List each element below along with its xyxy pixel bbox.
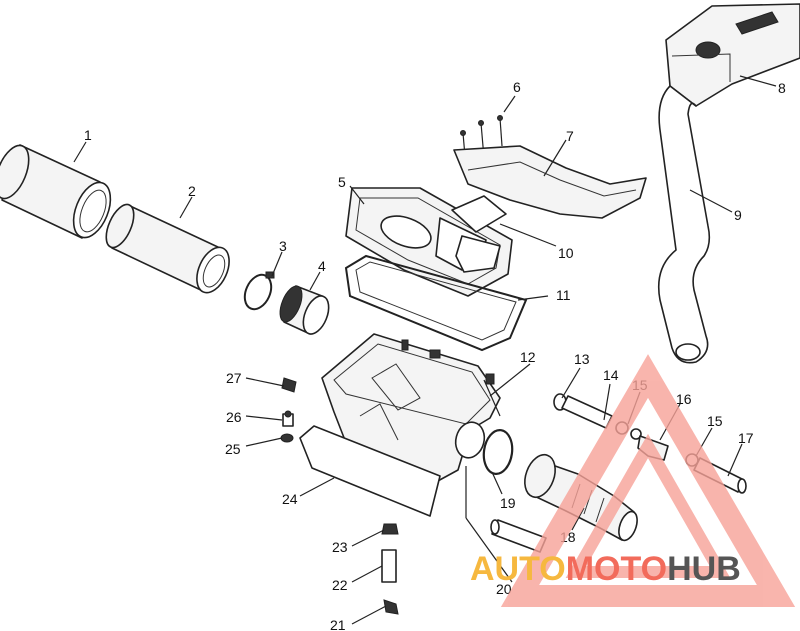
label-13: 13 [574, 351, 590, 367]
part-2-filter-element [105, 203, 230, 294]
label-1: 1 [84, 127, 92, 143]
label-19: 19 [500, 495, 516, 511]
label-9: 9 [734, 207, 742, 223]
part-12-airbox-body [321, 333, 501, 483]
watermark-triangle-icon [500, 354, 796, 607]
part-11-airbox-seal [344, 254, 528, 352]
watermark-text: AUTOMOTOHUB [470, 550, 741, 588]
watermark-moto: MOTO [566, 550, 667, 588]
part-22-drain-sleeve [381, 549, 397, 583]
label-2: 2 [188, 183, 196, 199]
part-19-o-ring [482, 429, 514, 475]
label-21: 21 [330, 617, 346, 631]
label-14: 14 [603, 367, 619, 383]
part-1-prefilter [0, 144, 112, 239]
label-24: 24 [282, 491, 298, 507]
watermark-auto: AUTO [470, 550, 566, 588]
part-21-drain-plug [383, 599, 399, 615]
part-25-washer [280, 433, 294, 443]
label-23: 23 [332, 539, 348, 555]
label-7: 7 [566, 128, 574, 144]
label-4: 4 [318, 258, 326, 274]
watermark-hub: HUB [667, 550, 741, 588]
label-25: 25 [225, 441, 241, 457]
label-15c: 15 [707, 413, 723, 429]
label-27: 27 [226, 370, 242, 386]
label-11: 11 [556, 287, 571, 303]
part-24-heat-shield [299, 425, 441, 517]
label-10: 10 [558, 245, 574, 261]
label-20: 20 [496, 581, 512, 597]
label-17: 17 [738, 430, 754, 446]
label-22: 22 [332, 577, 348, 593]
label-8: 8 [778, 80, 786, 96]
label-26: 26 [226, 409, 242, 425]
part-3-clamp [243, 271, 275, 311]
leader-lines [73, 75, 777, 625]
label-5: 5 [338, 174, 346, 190]
label-3: 3 [279, 238, 287, 254]
part-labels: 1 2 3 4 5 6 7 8 9 10 11 12 13 14 15 15 1… [84, 79, 786, 631]
watermark: AUTOMOTOHUB [470, 354, 796, 607]
part-10-duct-gasket [451, 195, 507, 273]
part-7-intake-duct [453, 145, 647, 219]
label-12: 12 [520, 349, 536, 365]
part-4-coupler [279, 285, 330, 335]
part-27-grommet [281, 377, 297, 393]
part-23-clamp [381, 523, 399, 535]
label-6: 6 [513, 79, 521, 95]
part-26-bolt [282, 410, 294, 427]
part-14-tube [561, 395, 613, 429]
label-16: 16 [676, 391, 692, 407]
part-9-snorkel-hose [657, 85, 711, 364]
